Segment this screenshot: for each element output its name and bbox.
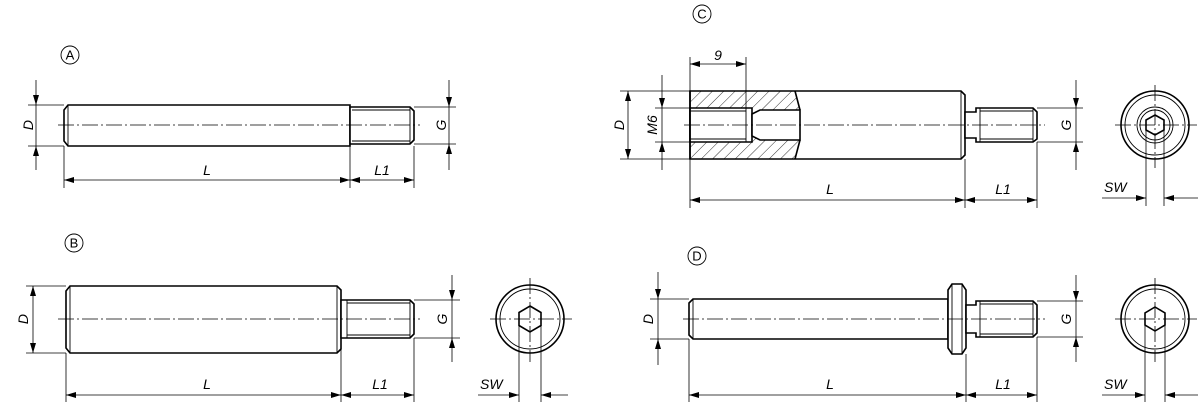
- variant-b-marker: B: [64, 233, 84, 253]
- variant-c-m6-label: M6: [644, 115, 660, 135]
- variant-d-marker: D: [687, 246, 707, 266]
- variant-d-l-label: L: [826, 376, 834, 392]
- variant-a-l1-label: L1: [374, 162, 390, 178]
- variant-c-pin: [684, 90, 1045, 160]
- variant-a-l-label: L: [203, 162, 211, 178]
- variant-c-l-label: L: [826, 181, 834, 197]
- variant-d-end-view: SW: [1102, 278, 1198, 402]
- variant-b-pin: [58, 285, 420, 354]
- variant-a: A D G: [20, 45, 456, 188]
- variant-c-dim-length: L L1: [689, 142, 1038, 208]
- variant-c-depth-label: 9: [714, 47, 722, 63]
- variant-c: C: [611, 4, 1198, 208]
- variant-a-letter: A: [66, 48, 75, 63]
- variant-d-dim-d: D: [640, 272, 689, 365]
- variant-a-dim-length: L L1: [63, 146, 415, 188]
- variant-d-sw-label: SW: [1104, 376, 1128, 392]
- variant-c-letter: C: [697, 7, 706, 22]
- variant-b-sw-label: SW: [480, 376, 504, 392]
- variant-b-d-label: D: [15, 314, 31, 324]
- variant-d-pin: [683, 283, 1045, 355]
- variant-b-end-view: SW: [478, 278, 572, 402]
- variant-a-dim-d: D: [20, 80, 64, 170]
- variant-d-letter: D: [692, 249, 701, 264]
- variant-c-dim-d: D: [611, 90, 690, 160]
- variant-b-dim-d: D: [15, 285, 66, 354]
- variant-b-dim-length: L L1: [65, 338, 415, 402]
- variant-c-dim-g: G: [1037, 80, 1083, 170]
- variant-d-dim-g: G: [1037, 275, 1083, 362]
- variant-b: B D G: [15, 233, 572, 402]
- variant-b-l-label: L: [203, 376, 211, 392]
- variant-a-d-label: D: [20, 120, 36, 130]
- variant-d-dim-length: L L1: [688, 337, 1038, 402]
- variant-a-marker: A: [60, 45, 80, 65]
- variant-b-l1-label: L1: [372, 376, 388, 392]
- variant-d-l1-label: L1: [995, 376, 1011, 392]
- variant-d-d-label: D: [640, 314, 656, 324]
- variant-c-d-label: D: [611, 120, 627, 130]
- variant-b-dim-g: G: [414, 275, 460, 362]
- variant-c-end-view: SW: [1102, 85, 1198, 206]
- variant-d: D D: [640, 246, 1198, 402]
- variant-a-dim-g: G: [414, 80, 456, 170]
- variant-c-g-label: G: [1058, 119, 1074, 130]
- variant-c-dim-m: M6: [644, 75, 690, 170]
- variant-b-g-label: G: [434, 313, 450, 324]
- variant-d-g-label: G: [1058, 313, 1074, 324]
- variant-a-pin: [58, 104, 420, 147]
- variant-c-dim-depth: 9: [689, 47, 747, 108]
- variant-c-l1-label: L1: [995, 181, 1011, 197]
- variant-c-sw-label: SW: [1104, 179, 1128, 195]
- variant-a-g-label: G: [433, 119, 449, 130]
- variant-c-marker: C: [692, 4, 712, 24]
- variant-b-letter: B: [70, 236, 79, 251]
